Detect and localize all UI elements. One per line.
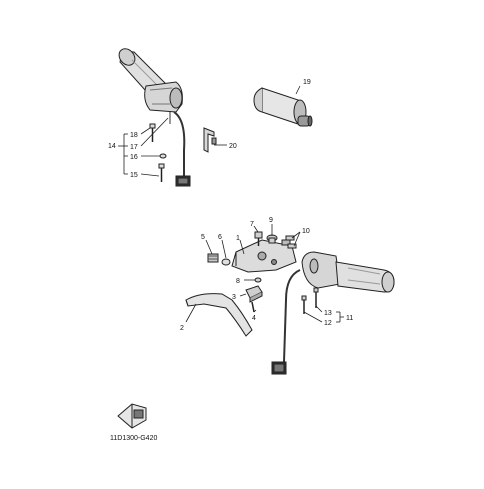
part-13-screw — [313, 287, 319, 308]
callout-14: 14 — [108, 143, 116, 150]
part-9-cap — [266, 234, 278, 244]
part-2-lever — [185, 293, 253, 337]
part-20-clip — [203, 127, 217, 153]
callout-2: 2 — [180, 325, 184, 332]
part-12-screw — [301, 295, 307, 314]
callout-10: 10 — [302, 228, 310, 235]
callout-16: 16 — [130, 154, 138, 161]
screw-15 — [158, 163, 165, 182]
washer-16 — [159, 153, 167, 159]
right-grip-assembly — [271, 251, 395, 375]
part-19-grip-end — [253, 87, 313, 127]
left-grip-assembly — [118, 48, 191, 187]
part-5-bolt — [207, 253, 219, 263]
leader-19 — [295, 85, 301, 95]
callout-15: 15 — [130, 172, 138, 179]
diagram-code: 11D1300-G420 — [110, 435, 157, 442]
callout-1: 1 — [236, 235, 240, 242]
callout-4: 4 — [252, 315, 256, 322]
callout-leaders-right — [185, 224, 344, 323]
callout-12: 12 — [324, 320, 332, 327]
part-7-screw — [254, 231, 263, 246]
callout-13: 13 — [324, 310, 332, 317]
callout-5: 5 — [201, 234, 205, 241]
callout-18: 18 — [130, 132, 138, 139]
screw-18 — [149, 123, 156, 142]
part-1-holder — [231, 239, 297, 273]
callout-19: 19 — [303, 79, 311, 86]
callout-leaders-left — [118, 117, 169, 177]
part-6-washer — [221, 258, 231, 266]
callout-9: 9 — [269, 217, 273, 224]
part-8-nut — [254, 277, 262, 283]
part-3-switch — [245, 285, 263, 303]
callout-3: 3 — [232, 294, 236, 301]
callout-7: 7 — [250, 221, 254, 228]
callout-6: 6 — [218, 234, 222, 241]
part-10-screws — [285, 235, 297, 249]
callout-20: 20 — [229, 143, 237, 150]
callout-8: 8 — [236, 278, 240, 285]
front-arrow-icon — [117, 403, 147, 429]
part-4-screw — [251, 301, 255, 313]
callout-17: 17 — [130, 144, 138, 151]
callout-11: 11 — [346, 315, 353, 322]
